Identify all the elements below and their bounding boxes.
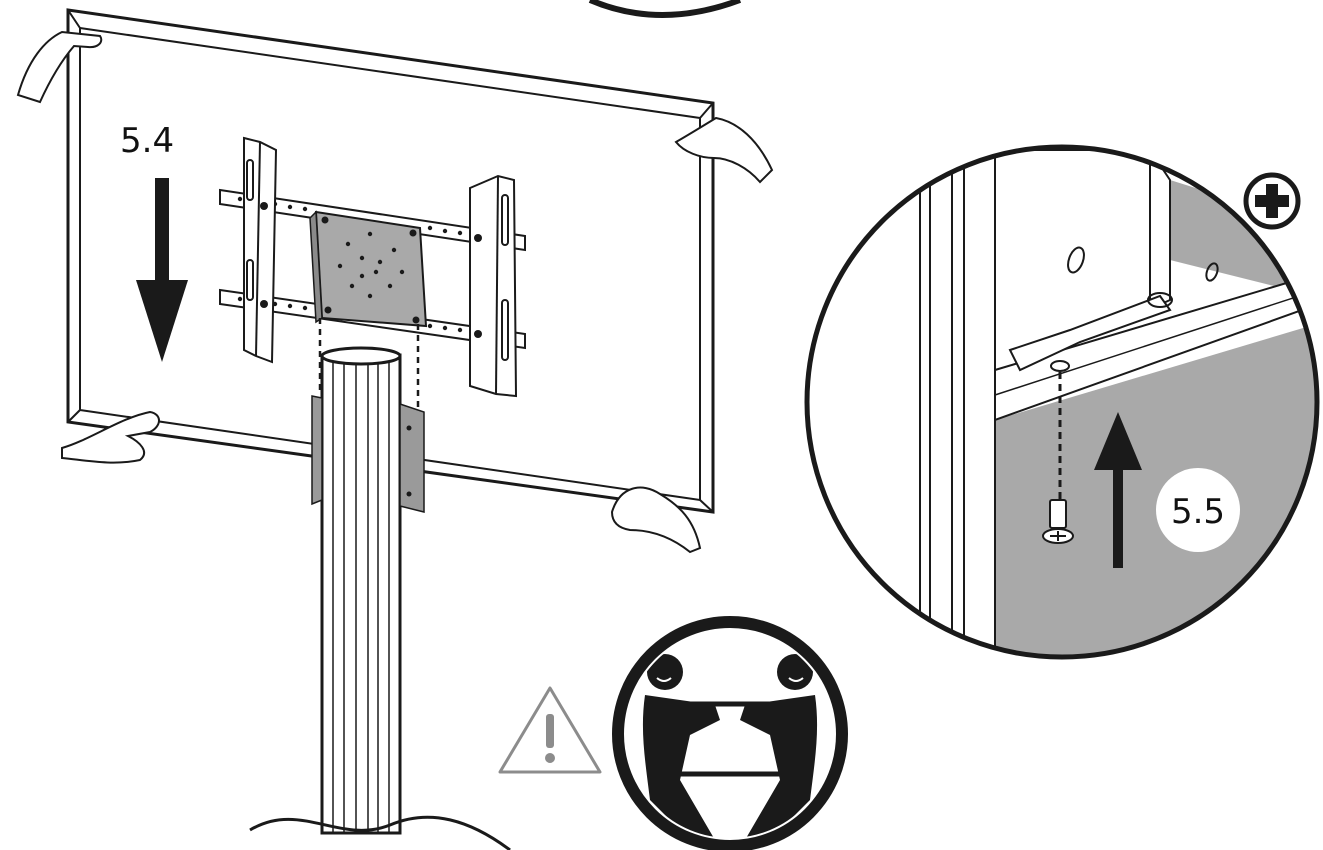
vesa-plate [309, 210, 428, 328]
vertical-brackets [243, 136, 518, 398]
hand-bottom-right [610, 486, 702, 554]
screw [1042, 499, 1074, 544]
step-5-4: 5.4 [120, 121, 188, 362]
step-5-4-label: 5.4 [120, 121, 174, 161]
column-bracket-left [311, 395, 323, 506]
floor-wave [249, 815, 511, 850]
warning-triangle-icon [498, 686, 602, 774]
top-circle-fragment [588, 0, 742, 18]
column-bracket-right [399, 402, 425, 513]
hand-top-right [674, 116, 774, 184]
two-person-lift-icon [612, 616, 848, 850]
alignment-lines [318, 318, 420, 408]
bracket-right [469, 174, 518, 398]
hands [16, 30, 774, 554]
phillips-screwdriver-icon [1243, 172, 1301, 230]
hand-top-left [16, 30, 103, 104]
step-5-5-badge [1156, 468, 1240, 552]
step-5-5-label: 5.5 [1171, 492, 1225, 532]
stand-column [249, 346, 511, 850]
hand-bottom-left [61, 410, 160, 464]
detail-view: 5.5 [804, 144, 1320, 660]
